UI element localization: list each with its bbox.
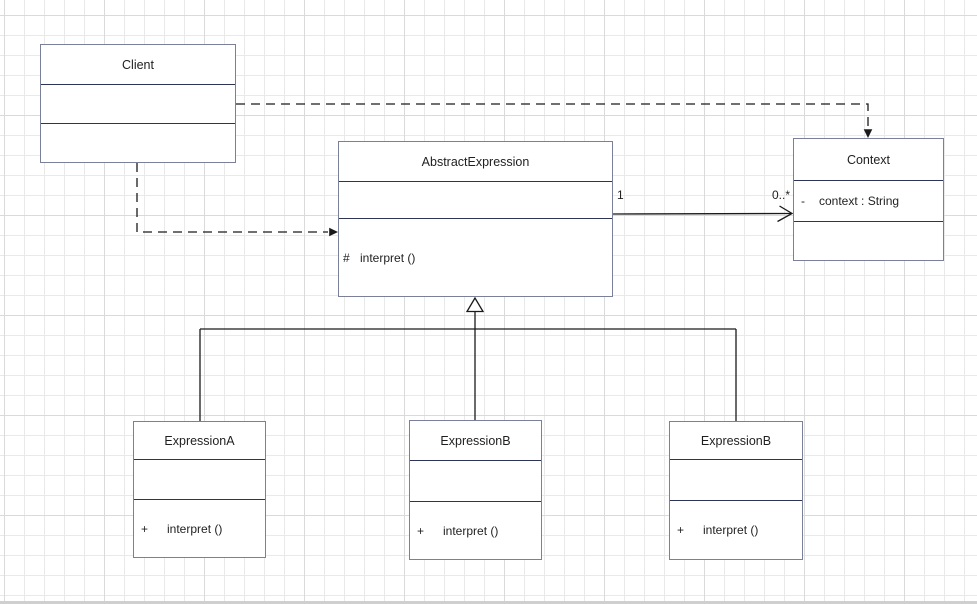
association-abstractexpression-to-context[interactable]	[612, 205, 794, 223]
attributes-compartment: - context : String	[794, 181, 943, 222]
class-box-expressionb-middle[interactable]: ExpressionB + interpret ()	[409, 420, 542, 560]
method-signature: interpret ()	[360, 250, 416, 265]
method-row: + interpret ()	[670, 501, 802, 559]
methods-compartment	[794, 222, 943, 260]
method-row: # interpret ()	[339, 219, 612, 296]
filled-arrowhead-right-icon	[329, 227, 338, 237]
attributes-compartment	[410, 461, 541, 502]
class-box-abstractexpression[interactable]: AbstractExpression # interpret ()	[338, 141, 613, 297]
methods-compartment	[41, 124, 235, 162]
canvas-bottom-edge	[0, 601, 977, 604]
class-title: Context	[794, 139, 943, 181]
dependency-client-to-context[interactable]	[236, 103, 873, 138]
class-title: ExpressionB	[410, 421, 541, 461]
attribute-signature: context : String	[819, 194, 900, 208]
methods-compartment: + interpret ()	[134, 500, 265, 557]
visibility-symbol: +	[677, 523, 685, 537]
visibility-symbol: -	[801, 194, 805, 208]
class-title: ExpressionA	[134, 422, 265, 460]
methods-compartment: # interpret ()	[339, 219, 612, 296]
methods-compartment: + interpret ()	[410, 502, 541, 559]
class-title: Client	[41, 45, 235, 85]
attributes-compartment	[670, 460, 802, 501]
method-signature: interpret ()	[443, 523, 499, 538]
class-box-expressiona[interactable]: ExpressionA + interpret ()	[133, 421, 266, 558]
attributes-compartment	[339, 182, 612, 219]
visibility-symbol: +	[417, 523, 425, 538]
open-arrowhead-icon	[777, 205, 794, 223]
multiplicity-label-source: 1	[617, 188, 624, 202]
visibility-symbol: +	[141, 521, 149, 536]
filled-arrowhead-down-icon	[863, 129, 873, 138]
visibility-symbol: #	[343, 250, 350, 265]
dependency-line[interactable]	[136, 163, 328, 233]
methods-compartment: + interpret ()	[670, 501, 802, 559]
hollow-triangle-arrowhead-icon	[465, 296, 485, 313]
attribute-row: - context : String	[794, 181, 943, 221]
class-box-client[interactable]: Client	[40, 44, 236, 163]
method-row: + interpret ()	[134, 500, 265, 557]
attributes-compartment	[41, 85, 235, 124]
method-signature: interpret ()	[167, 521, 223, 536]
class-box-expressionb-right[interactable]: ExpressionB + interpret ()	[669, 421, 803, 560]
association-line[interactable]	[612, 212, 792, 215]
dependency-client-to-abstractexpression[interactable]	[136, 163, 338, 237]
dependency-line[interactable]	[236, 103, 869, 129]
method-signature: interpret ()	[703, 523, 759, 537]
multiplicity-label-target: 0..*	[771, 188, 790, 202]
attributes-compartment	[134, 460, 265, 500]
class-title: ExpressionB	[670, 422, 802, 460]
generalization-connector[interactable]	[199, 296, 737, 421]
class-title: AbstractExpression	[339, 142, 612, 182]
method-row: + interpret ()	[410, 502, 541, 559]
class-box-context[interactable]: Context - context : String	[793, 138, 944, 261]
